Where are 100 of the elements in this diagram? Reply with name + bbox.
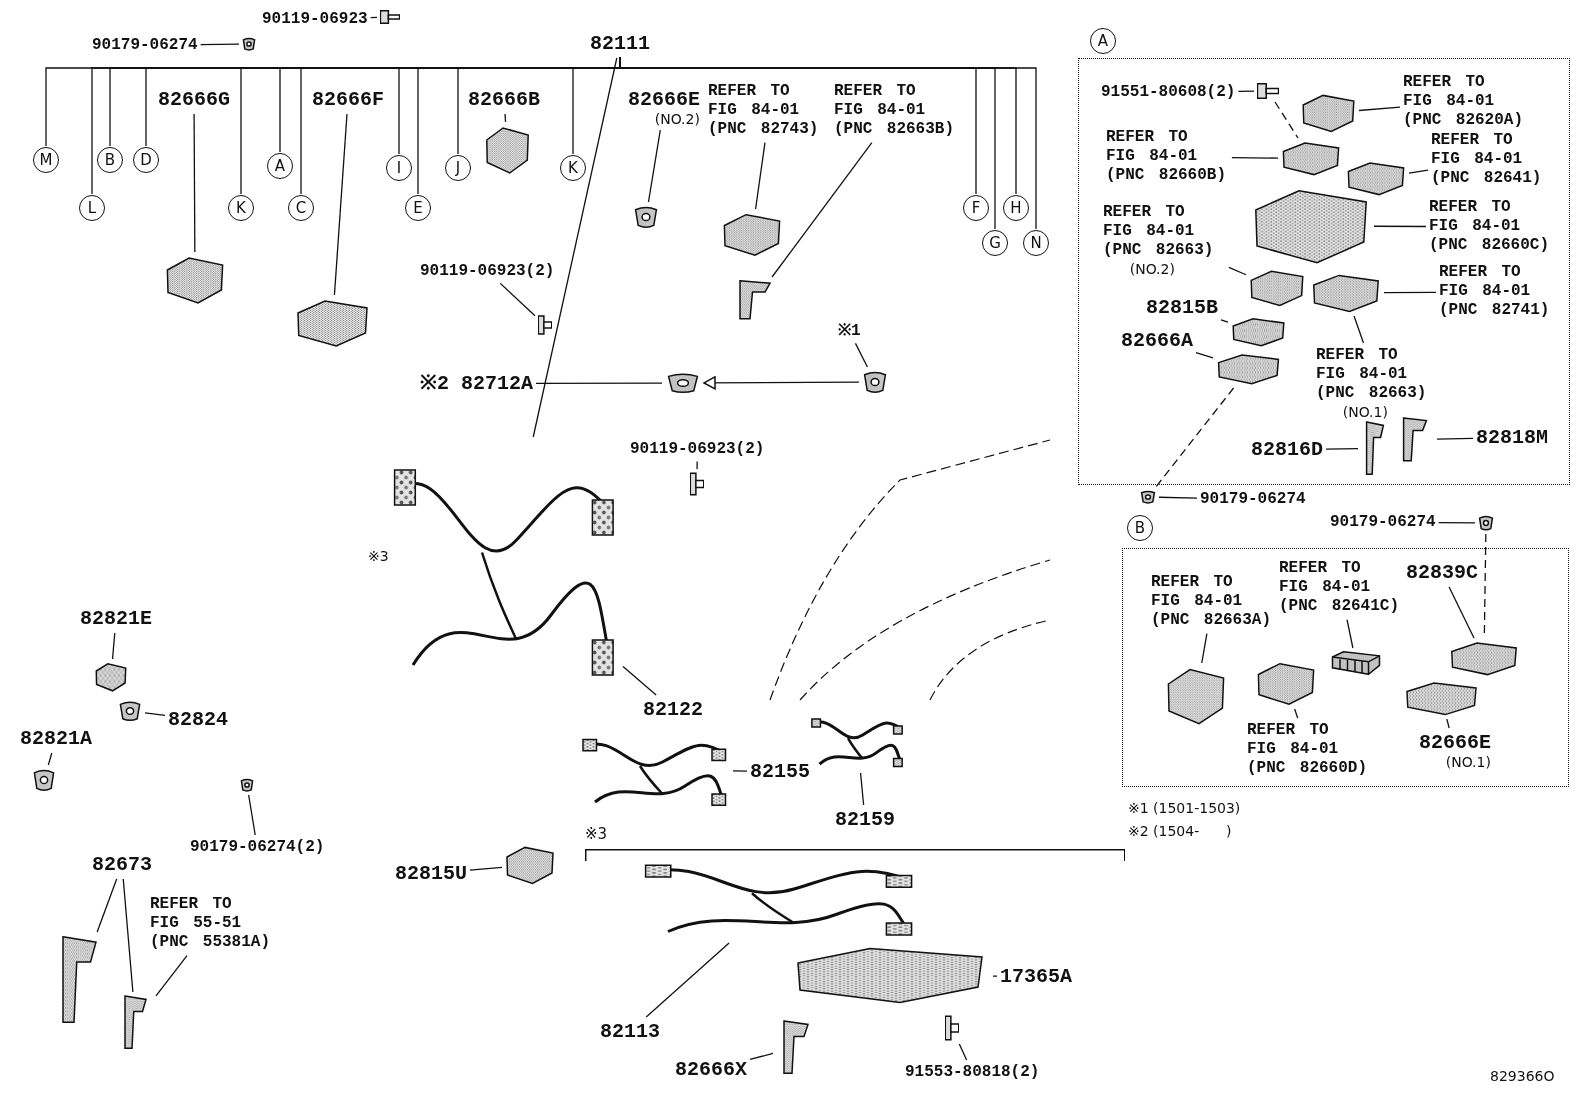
leader-line (749, 1052, 774, 1061)
reference-note: REFER TO FIG 84-01 (PNC 82660B) (1106, 128, 1229, 186)
leader-line (1201, 632, 1208, 664)
callout-letter: A (1090, 28, 1116, 54)
callout-letter: B (97, 147, 123, 173)
reference-note: REFER TO FIG 84-01 (PNC 82641) (1431, 131, 1554, 189)
part-number: 82673 (92, 853, 152, 876)
leader-line (504, 113, 507, 123)
assembly-line (1274, 101, 1299, 139)
part-number: 90119-06923(2) (420, 262, 555, 281)
part-number: ※2 82712A (420, 372, 533, 395)
leader-line (645, 942, 730, 1018)
callout-letter: L (79, 195, 105, 221)
part-drawing (1281, 141, 1341, 176)
callout-letter: G (982, 230, 1008, 256)
part-number: 82111 (590, 32, 650, 55)
callout-letter: M (33, 147, 59, 173)
leader-line (122, 878, 134, 993)
variant-note: (NO.1) (1444, 754, 1491, 771)
leader-line (771, 141, 873, 278)
callout-letter: K (560, 155, 586, 181)
leader-line (622, 665, 657, 696)
note-mark: ※3 (368, 548, 389, 564)
part-drawing (165, 255, 225, 305)
reference-note: REFER TO FIG 84-01 (PNC 82663B) (834, 82, 957, 140)
bolt-drawing (1257, 83, 1279, 99)
leader-line (499, 282, 536, 317)
callout-letter: H (1003, 195, 1029, 221)
callout-letter: N (1023, 230, 1049, 256)
leader-line (155, 954, 188, 997)
part-number: 90119-06923(2) (630, 440, 765, 459)
leader-line (532, 57, 618, 438)
part-drawing (1231, 317, 1286, 347)
reference-note: REFER TO FIG 84-01 (PNC 82743) (708, 82, 831, 140)
leader-line (333, 113, 348, 296)
leader-line (1325, 448, 1359, 450)
part-number: 82666A (1121, 329, 1193, 352)
part-number: 82666G (158, 88, 230, 111)
part-number: 82815B (1146, 296, 1218, 319)
leader-line (1353, 315, 1365, 344)
leader-line (859, 772, 865, 806)
leader-line (1436, 437, 1474, 440)
part-number: 82815U (395, 862, 467, 885)
leader-line (193, 113, 196, 253)
leader-line (1237, 90, 1255, 92)
leader-line (958, 1043, 968, 1061)
reference-note: REFER TO FIG 84-01 (PNC 82741) (1439, 263, 1562, 321)
leader-line (144, 712, 166, 716)
reference-note: REFER TO FIG 84-01 (PNC 82660C) (1429, 198, 1552, 256)
reference-note: REFER TO FIG 84-01 (PNC 82663A) (1151, 573, 1274, 631)
part-number: 90119-06923 (262, 10, 368, 29)
reference-note: REFER TO FIG 84-01 (PNC 82620A) (1403, 73, 1526, 131)
clip-drawing (665, 372, 701, 394)
leader-line (1408, 169, 1429, 174)
part-number: 91553-80818(2) (905, 1063, 1040, 1082)
clip-drawing (118, 700, 142, 722)
part-number: ※1 (838, 322, 861, 341)
clip-drawing (240, 778, 254, 792)
leader-line (696, 460, 698, 470)
leader-line (1358, 106, 1401, 112)
clip-drawing (32, 768, 56, 792)
part-number: 82666X (675, 1058, 747, 1081)
leader-line (854, 342, 869, 368)
leader-line (1346, 618, 1354, 649)
leader-line (1448, 586, 1475, 639)
clip-drawing (1478, 515, 1494, 531)
part-number: 91551-80608(2) (1101, 83, 1236, 102)
leader-line (1195, 352, 1214, 359)
assembly-line (1155, 387, 1235, 488)
callout-letter: C (288, 195, 314, 221)
leader-line (1228, 266, 1247, 276)
clip-drawing (862, 370, 888, 394)
arrow (703, 376, 860, 390)
reference-note: REFER TO FIG 84-01 (PNC 82663) (1103, 203, 1215, 261)
reference-note: REFER TO FIG 84-01 (PNC 82660D) (1247, 721, 1370, 779)
part-drawing (722, 212, 782, 257)
reference-note: REFER TO FIG 55-51 (PNC 55381A) (150, 895, 273, 953)
leader-line (200, 43, 240, 46)
part-drawing (1249, 269, 1305, 307)
part-drawing (485, 125, 530, 175)
part-number: 90179-06274 (1200, 490, 1306, 509)
part-drawing (1166, 666, 1226, 726)
callout-letter: J (445, 155, 471, 181)
inset-frame (1078, 58, 1570, 485)
part-drawing (1311, 273, 1381, 313)
part-number: 17365A (1000, 965, 1072, 988)
part-number: 82122 (643, 698, 703, 721)
callout-letter: E (405, 195, 431, 221)
part-number: 82666E (628, 88, 700, 111)
leader-line (96, 878, 118, 933)
clip-drawing (1140, 490, 1156, 504)
part-number: 82666B (468, 88, 540, 111)
part-drawing (1346, 161, 1406, 196)
part-drawing (1256, 661, 1316, 706)
bolt-drawing (690, 472, 704, 496)
part-drawing (1301, 93, 1356, 133)
part-number: 90179-06274 (1330, 513, 1436, 532)
leader-line (992, 975, 998, 977)
leader-line (754, 141, 766, 210)
part-drawing (95, 662, 127, 692)
